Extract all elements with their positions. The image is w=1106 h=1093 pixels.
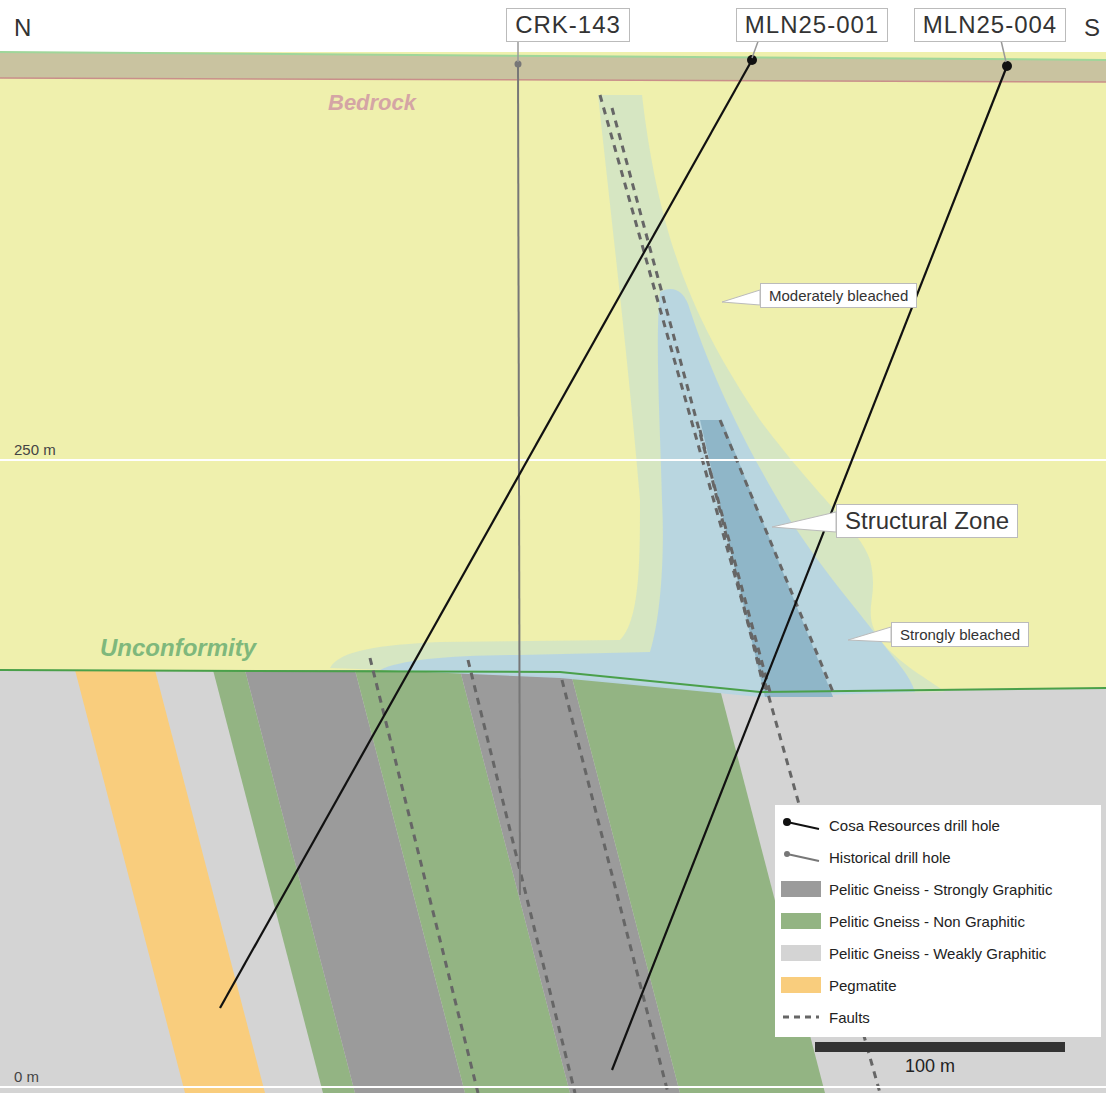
legend-text: Pelitic Gneiss - Strongly Graphitic — [829, 881, 1052, 898]
callout-box: Strongly bleached — [891, 622, 1029, 647]
legend-row: Pelitic Gneiss - Weakly Graphitic — [781, 937, 1095, 969]
drill-hole-label: MLN25-001 — [736, 8, 888, 42]
legend-text: Pelitic Gneiss - Weakly Graphitic — [829, 945, 1046, 962]
node-text: Strongly bleached — [900, 626, 1020, 643]
node-text: Moderately bleached — [769, 287, 908, 304]
callout-box: Structural Zone — [836, 504, 1018, 538]
legend-text: Pegmatite — [829, 977, 897, 994]
legend-swatch — [781, 881, 821, 897]
unit-label: Bedrock — [328, 90, 416, 116]
legend-row: Pelitic Gneiss - Strongly Graphitic — [781, 873, 1095, 905]
drill-hole-label: CRK-143 — [506, 8, 630, 42]
drill-hole-label: MLN25-004 — [914, 8, 1066, 42]
node-text: CRK-143 — [515, 11, 621, 38]
compass-label: S — [1084, 14, 1100, 42]
legend-swatch — [781, 945, 821, 961]
legend-swatch — [781, 913, 821, 929]
legend-text: Faults — [829, 1009, 870, 1026]
legend-row: Faults — [781, 1001, 1095, 1033]
legend-text: Historical drill hole — [829, 849, 951, 866]
legend-sample — [781, 849, 821, 865]
legend-text: Pelitic Gneiss - Non Graphitic — [829, 913, 1025, 930]
legend-swatch — [781, 977, 821, 993]
legend-sample — [781, 1009, 821, 1025]
depth-label: 250 m — [14, 441, 56, 458]
depth-label: 0 m — [14, 1068, 39, 1085]
legend-row: Historical drill hole — [781, 841, 1095, 873]
legend-text: Cosa Resources drill hole — [829, 817, 1000, 834]
compass-label: N — [14, 14, 31, 42]
scale-label: 100 m — [905, 1056, 955, 1077]
legend-row: Cosa Resources drill hole — [781, 809, 1095, 841]
callout-box: Moderately bleached — [760, 283, 917, 308]
node-text: Structural Zone — [845, 507, 1009, 534]
unit-label: Unconformity — [100, 634, 256, 662]
legend-box: Cosa Resources drill holeHistorical dril… — [775, 805, 1101, 1037]
node-text: MLN25-001 — [745, 11, 879, 38]
legend-row: Pegmatite — [781, 969, 1095, 1001]
node-text: MLN25-004 — [923, 11, 1057, 38]
legend-row: Pelitic Gneiss - Non Graphitic — [781, 905, 1095, 937]
legend-sample — [781, 817, 821, 833]
